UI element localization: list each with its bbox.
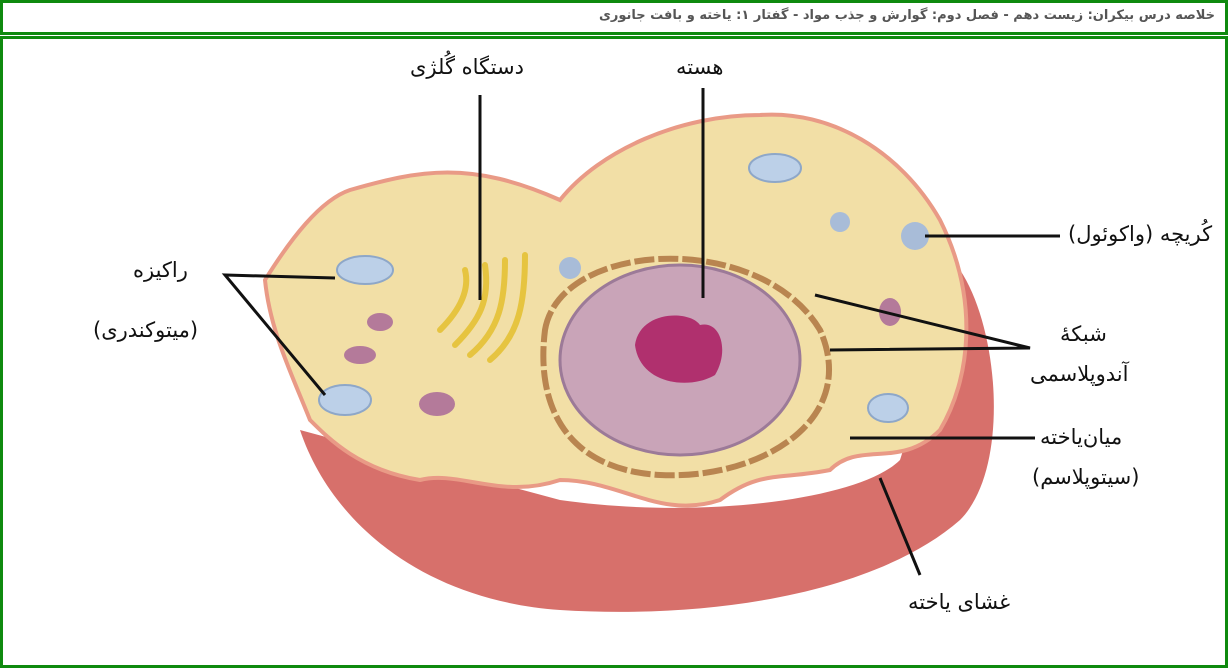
label-nucleus: هسته xyxy=(676,55,724,79)
nucleolus xyxy=(635,315,723,383)
cell-membrane-base xyxy=(300,270,994,612)
vacuoles xyxy=(559,212,929,279)
label-membrane: غشای یاخته xyxy=(908,590,1011,614)
lysosomes xyxy=(344,298,901,416)
label-mitochondria-2: (میتوکندری) xyxy=(93,318,199,342)
mitochondria xyxy=(318,153,909,423)
label-er-2: آندوپلاسمی xyxy=(1030,362,1129,386)
golgi-apparatus xyxy=(437,252,528,363)
label-cytoplasm-2: (سیتوپلاسم) xyxy=(1032,465,1140,489)
label-golgi: دستگاه گُلژی xyxy=(410,55,524,79)
header-bar: خلاصه درس بیکران: زیست دهم - فصل دوم: گو… xyxy=(0,0,1228,35)
endoplasmic-reticulum xyxy=(540,255,832,479)
label-vacuole: کُریچه (واکوئول) xyxy=(1068,222,1213,246)
label-er-1: شبکهٔ xyxy=(1060,322,1107,346)
diagram-frame xyxy=(0,36,1228,668)
header-title: خلاصه درس بیکران: زیست دهم - فصل دوم: گو… xyxy=(598,8,1215,23)
leader-lines xyxy=(221,88,1060,576)
label-mitochondria-1: راکیزه xyxy=(133,258,188,282)
label-cytoplasm-1: میان‌یاخته xyxy=(1040,425,1123,449)
